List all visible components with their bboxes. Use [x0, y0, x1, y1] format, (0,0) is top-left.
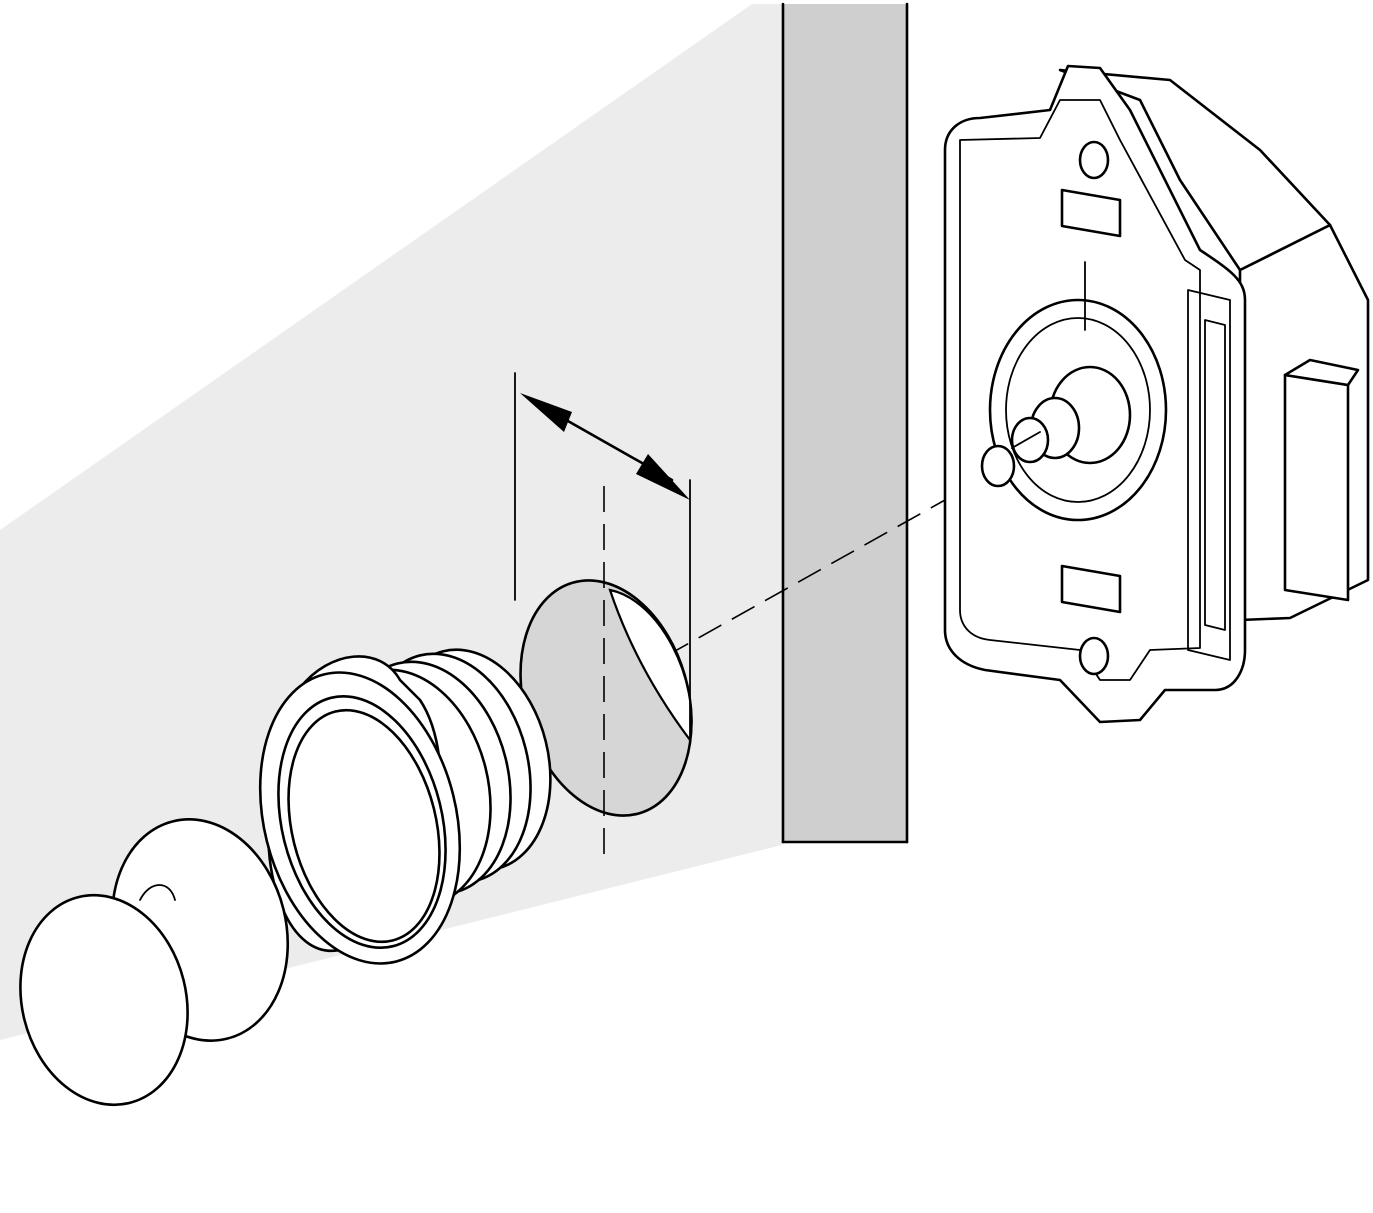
- screw-hole-bottom: [1078, 636, 1110, 676]
- arrow-head-left: [520, 393, 572, 432]
- latch-pin-tip: [980, 444, 1016, 488]
- arrow-head-right: [636, 454, 690, 500]
- latch-clip-top: [1060, 188, 1122, 238]
- latch-top-ridge: [1058, 68, 1332, 272]
- latch-bolt: [1283, 373, 1350, 602]
- latch-side-channel: [1187, 289, 1231, 661]
- sleeve-flange: [258, 671, 462, 965]
- diameter-dimension-arrow: [520, 393, 690, 500]
- screw-hole-top: [1078, 140, 1110, 180]
- door-edge: [783, 4, 907, 842]
- latch-clip-bottom: [1060, 564, 1122, 614]
- center-axis-line: [565, 499, 946, 713]
- latch-inner-frame: [959, 99, 1201, 681]
- latch-body: [943, 64, 1370, 724]
- bore-hole: [514, 372, 693, 858]
- push-button-cap: [19, 893, 189, 1107]
